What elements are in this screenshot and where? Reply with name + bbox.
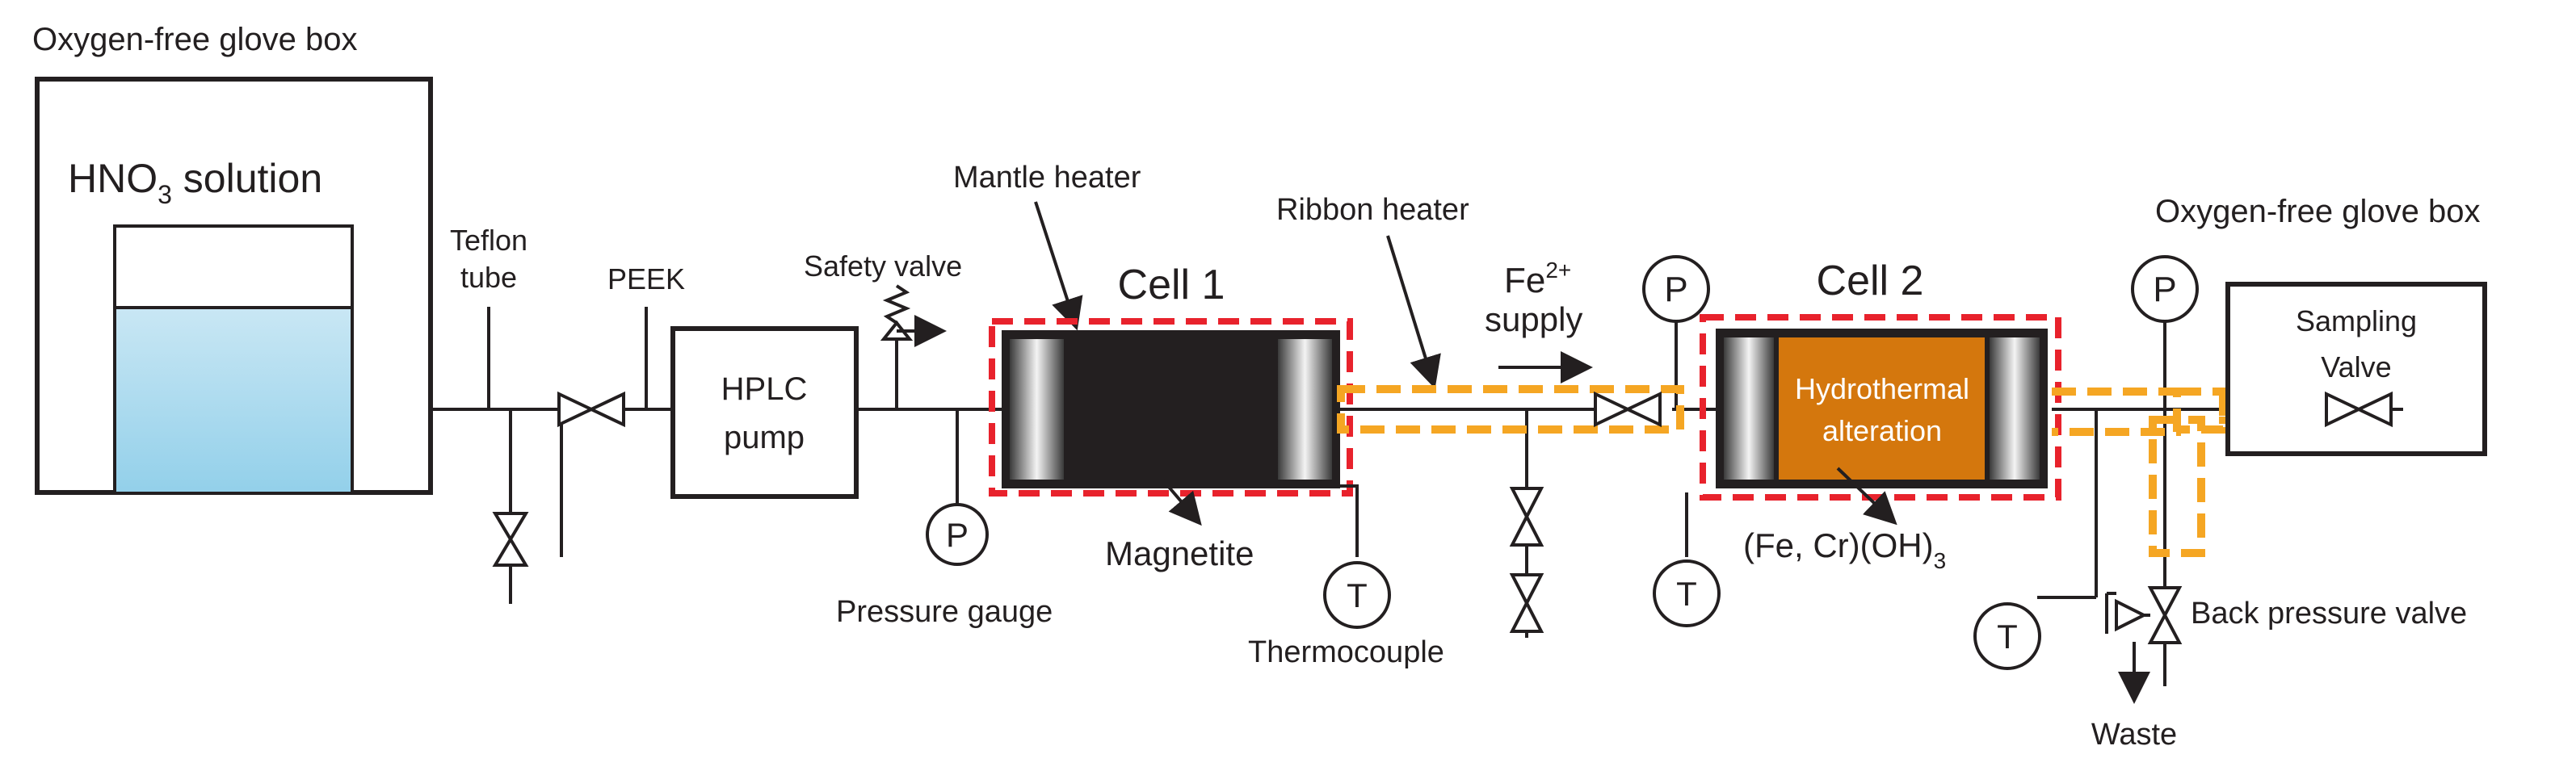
hplc-pump — [670, 326, 859, 499]
solution-label: HNO3 solution — [68, 156, 322, 209]
hplc-label-line2: pump — [724, 420, 805, 455]
fe-supply-valve-1[interactable] — [1509, 487, 1544, 547]
cell2-label: Cell 2 — [1817, 258, 1924, 304]
fe-label-sup: 2+ — [1545, 258, 1571, 283]
ribbon-heater-1 — [1337, 385, 1684, 434]
cell2-cap-left — [1724, 337, 1774, 480]
teflon-label-line2: tube — [460, 261, 517, 294]
thermocouple-1 — [1323, 561, 1391, 629]
thermocouple-2-letter: T — [1676, 575, 1697, 613]
pressure-gauge-2 — [1642, 255, 1710, 323]
hydrothermal-label-line1: Hydrothermal — [1795, 372, 1969, 405]
cell1-heater-outline — [989, 318, 1353, 497]
pressure-gauge-2-letter: P — [1664, 270, 1687, 309]
solution-liquid — [116, 308, 351, 492]
pressure-gauge-label: Pressure gauge — [836, 595, 1053, 629]
pressure-gauge-1 — [926, 503, 989, 566]
back-pressure-valve-label: Back pressure valve — [2191, 597, 2467, 631]
fe-label-base: Fe — [1504, 261, 1545, 300]
teflon-label-line1: Teflon — [450, 224, 527, 257]
pressure-gauge-3 — [2131, 255, 2199, 323]
cell2-inlet-valve[interactable] — [1594, 391, 1662, 428]
thermocouple-label: Thermocouple — [1248, 635, 1444, 669]
thermocouple-1-letter: T — [1347, 576, 1368, 614]
ribbon-heater-label: Ribbon heater — [1276, 193, 1469, 227]
thermocouple-3-letter: T — [1997, 618, 2018, 656]
cell2-alteration-zone — [1779, 337, 1985, 480]
glovebox-right-label: Oxygen-free glove box — [2155, 194, 2480, 229]
thermocouple-2 — [1653, 559, 1721, 627]
solution-label-pre: HNO — [68, 156, 158, 201]
magnetite-label: Magnetite — [1105, 534, 1254, 572]
solution-label-sub: 3 — [158, 180, 172, 209]
peek-label: PEEK — [607, 262, 685, 295]
hydrothermal-label-line2: alteration — [1822, 414, 1942, 447]
back-pressure-valve[interactable] — [2105, 586, 2183, 644]
pressure-gauge-1-letter: P — [946, 516, 969, 554]
mantle-heater-label: Mantle heater — [953, 161, 1141, 195]
drain-valve[interactable] — [492, 512, 529, 567]
safety-valve-label: Safety valve — [804, 249, 962, 283]
safety-valve[interactable] — [880, 284, 947, 347]
fe-label: Fe2+ — [1504, 258, 1571, 300]
thermocouple-3 — [1973, 602, 2041, 670]
solution-label-post: solution — [172, 156, 322, 201]
fe-supply-valve-2[interactable] — [1509, 573, 1544, 633]
inline-valve[interactable] — [557, 391, 625, 428]
fecr-label: (Fe, Cr)(OH)3 — [1743, 526, 1946, 573]
sampling-label-line1: Sampling — [2296, 304, 2417, 337]
cell1-cap-right — [1278, 339, 1332, 480]
fe-supply-label: supply — [1485, 300, 1582, 338]
cell2-cap-right — [1990, 337, 2040, 480]
cell1-label: Cell 1 — [1118, 262, 1225, 308]
fecr-label-sub: 3 — [1934, 548, 1947, 573]
cell1-cap-left — [1010, 339, 1064, 480]
glovebox-right — [2225, 282, 2487, 456]
glovebox-left-label: Oxygen-free glove box — [32, 22, 357, 57]
fecr-label-pre: (Fe, Cr)(OH) — [1743, 526, 1934, 564]
pressure-gauge-3-letter: P — [2153, 270, 2176, 309]
waste-label: Waste — [2091, 718, 2177, 752]
hplc-label-line1: HPLC — [721, 371, 808, 407]
sampling-label-line2: Valve — [2321, 350, 2391, 383]
